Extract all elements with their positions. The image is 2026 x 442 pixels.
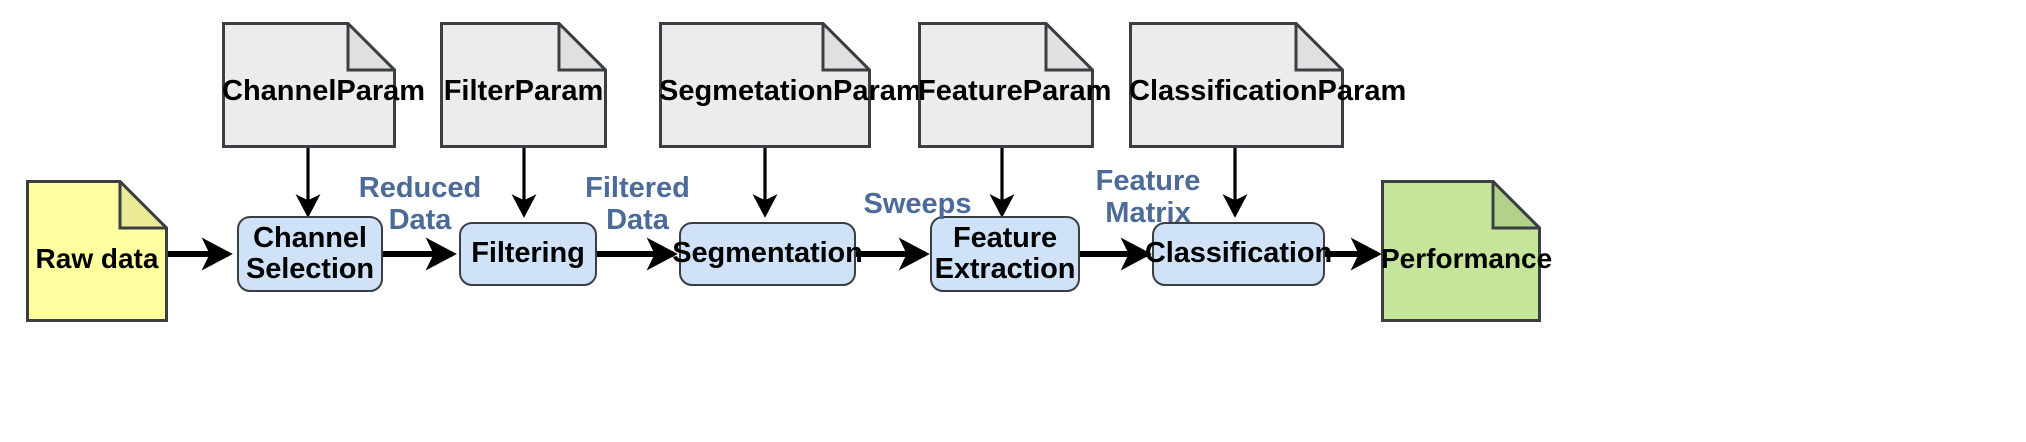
- process-label: Filtering: [471, 237, 585, 270]
- param-to-process-arrows: [295, 148, 1248, 218]
- param-document-filter[interactable]: FilterParam: [440, 22, 607, 148]
- raw-data-document[interactable]: Raw data: [26, 180, 168, 322]
- document-shape-icon: [440, 22, 607, 148]
- process-feature-extraction[interactable]: Feature Extraction: [930, 216, 1080, 292]
- document-shape-icon: [659, 22, 871, 148]
- performance-document[interactable]: Performance: [1381, 180, 1552, 322]
- process-filtering[interactable]: Filtering: [459, 222, 597, 286]
- document-shape-icon: [222, 22, 396, 148]
- process-label: Segmentation: [672, 237, 863, 270]
- param-document-classification[interactable]: ClassificationParam: [1129, 22, 1406, 148]
- process-label: Channel Selection: [245, 221, 375, 285]
- process-label: Classification: [1144, 237, 1333, 270]
- process-segmentation[interactable]: Segmentation: [672, 222, 863, 286]
- document-shape-icon: [1381, 180, 1541, 322]
- param-document-feature[interactable]: FeatureParam: [918, 22, 1111, 148]
- param-document-channel[interactable]: ChannelParam: [222, 22, 425, 148]
- edge-label-feature-matrix: Feature Matrix: [1095, 165, 1201, 229]
- document-shape-icon: [1129, 22, 1344, 148]
- process-channel-selection[interactable]: Channel Selection: [237, 216, 383, 292]
- process-label: Feature Extraction: [934, 221, 1076, 285]
- process-classification[interactable]: Classification: [1145, 222, 1332, 286]
- document-shape-icon: [26, 180, 168, 322]
- param-document-segmetation[interactable]: SegmetationParam: [659, 22, 922, 148]
- document-shape-icon: [918, 22, 1094, 148]
